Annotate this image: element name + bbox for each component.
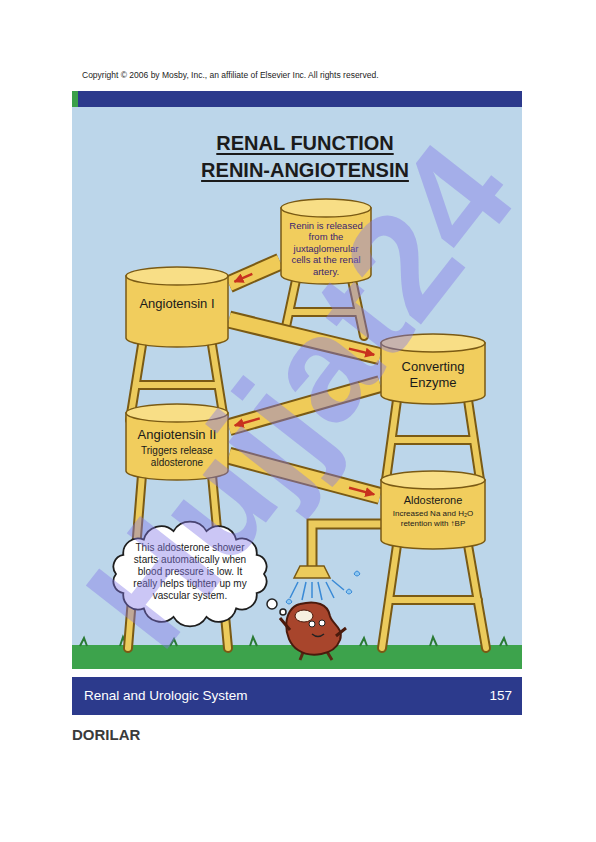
kidney-body: [286, 603, 341, 655]
tank-body: [381, 480, 485, 549]
header-stripe: [72, 91, 78, 107]
node-heading: Aldosterone: [386, 494, 480, 507]
tank-body: [126, 413, 228, 480]
water-splash: [286, 571, 360, 604]
chute-fill: [229, 262, 280, 284]
tank-body: [281, 208, 371, 284]
arrow-head: [234, 274, 252, 282]
footer-band: [72, 677, 522, 715]
arrow-head: [349, 349, 374, 355]
water-drops: [290, 580, 344, 600]
tower-tank: Angiotensin I: [125, 266, 229, 348]
kidney-eye: [309, 621, 315, 627]
tower-tank: Angiotensin II Triggers release aldostero…: [125, 403, 229, 481]
kidney-eye: [319, 620, 325, 626]
node-content: Converting Enzyme: [380, 333, 486, 398]
page-number: 157: [478, 688, 512, 703]
enzyme-legs: [386, 400, 480, 480]
tank-lid: [126, 404, 228, 422]
chute-fill: [229, 384, 380, 427]
chute-connector: [229, 320, 380, 357]
bubble-dot: [267, 599, 277, 609]
chute-outline: [229, 320, 380, 357]
enzyme-legs: [386, 400, 480, 480]
chute-outline: [229, 456, 380, 496]
chute-outline: [229, 262, 280, 284]
thought-bubbles: [267, 599, 286, 615]
node-content: This aldosterone shower starts automatic…: [110, 524, 270, 620]
node-body: Increased Na and H₂O retention with ↑BP: [386, 509, 480, 528]
bubble-dot: [280, 609, 286, 615]
node-heading: Converting Enzyme: [386, 359, 480, 390]
chute-fill: [229, 456, 380, 496]
chute-fill: [229, 320, 380, 357]
tank-lid: [381, 471, 485, 489]
node-content: Angiotensin II Triggers release aldostero…: [125, 403, 229, 477]
shower: [286, 524, 384, 604]
diagram-title: RENAL FUNCTION RENIN-ANGIOTENSIN: [190, 130, 420, 184]
node-heading: Renin is released from the juxtaglomerul…: [287, 220, 365, 277]
shower-pipe-fill: [312, 524, 384, 568]
speech-cloud: This aldosterone shower starts automatic…: [110, 524, 270, 624]
aldosterone-legs: [382, 545, 486, 648]
tower-tank: Converting Enzyme: [380, 333, 486, 405]
tank-lid: [126, 267, 228, 285]
chute-connector: [229, 262, 280, 284]
cloud-outline: [113, 522, 266, 627]
arrow-head: [235, 418, 260, 425]
tower-tank: Renin is released from the juxtaglomerul…: [280, 198, 372, 285]
node-content: AldosteroneIncreased Na and H₂O retentio…: [380, 470, 486, 536]
shower-pipe: [312, 524, 384, 568]
node-heading: Angiotensin I: [131, 296, 223, 312]
tower-tank: AldosteroneIncreased Na and H₂O retentio…: [380, 470, 486, 550]
footer-gap: [72, 669, 522, 677]
kidney-character: [280, 603, 346, 661]
arrow-head: [349, 488, 374, 495]
footer-section: Renal and Urologic System: [84, 688, 248, 703]
soap-foam: [295, 610, 313, 622]
node-heading: This aldosterone shower starts automatic…: [132, 542, 248, 602]
sky-panel: [72, 107, 522, 669]
tank-body: [126, 276, 228, 347]
copyright-note: Copyright © 2006 by Mosby, Inc., an affi…: [82, 70, 379, 80]
node-body: Triggers release aldosterone: [131, 445, 223, 469]
node-content: Renin is released from the juxtaglomerul…: [280, 198, 372, 285]
tank-lid: [381, 334, 485, 352]
aldosterone-legs: [382, 545, 486, 648]
kidney-smile: [312, 634, 324, 637]
chute-outline: [229, 384, 380, 427]
chute-connector: [229, 384, 380, 427]
header-band: [72, 91, 522, 107]
tank-lid: [281, 199, 371, 217]
node-heading: Angiotensin II: [131, 427, 223, 443]
node-content: Angiotensin I: [125, 266, 229, 320]
chute-connector: [229, 456, 380, 496]
shower-head: [294, 566, 330, 578]
heading-note: DORILAR: [72, 726, 140, 743]
kidney-arms: [280, 618, 346, 636]
